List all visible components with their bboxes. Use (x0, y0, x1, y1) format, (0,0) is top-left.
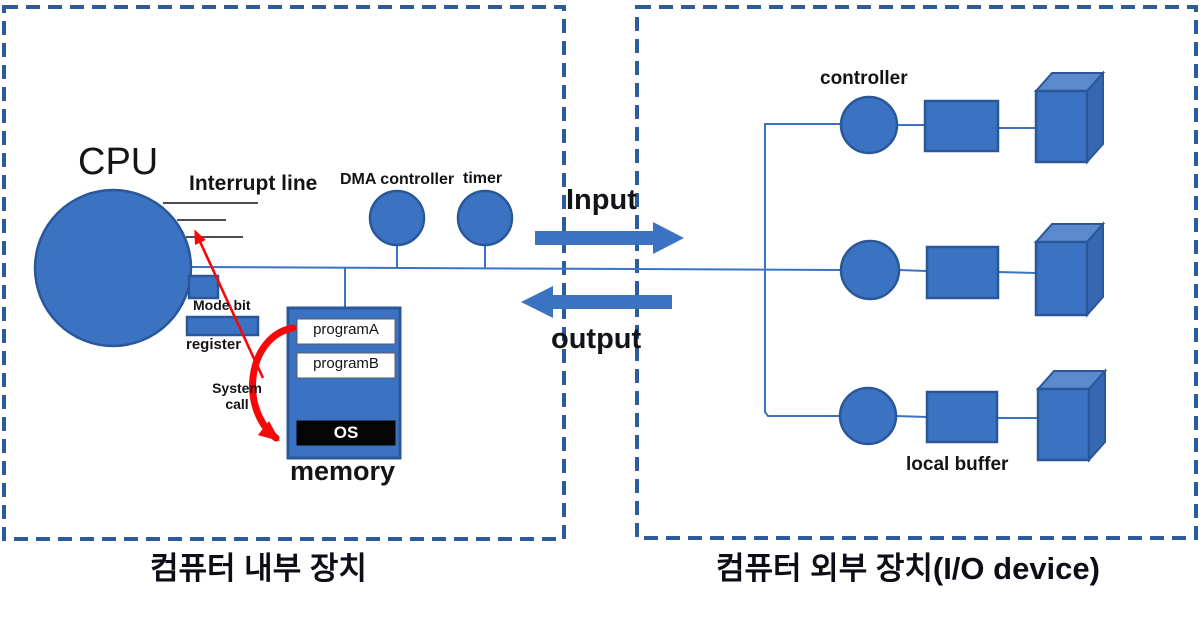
system-call-label: System call (203, 380, 271, 412)
dma-controller-label: DMA controller (340, 171, 455, 188)
input-label: Input (566, 184, 637, 216)
local-buffer-label: local buffer (906, 454, 1009, 475)
external-devices-box (635, 5, 1198, 540)
io-controller-circle-3 (838, 386, 898, 446)
program-a-label: programA (313, 321, 379, 338)
interrupt-signal-arrow (194, 229, 265, 379)
local-buffer-rect-3 (925, 390, 999, 444)
device-box-2 (1034, 240, 1089, 317)
internal-devices-box (2, 5, 566, 541)
program-b-label: programB (313, 355, 379, 372)
system-call-arrow (249, 324, 297, 442)
register-rect (185, 315, 260, 337)
local-buffer-rect-1 (923, 99, 1000, 153)
os-label: OS (333, 423, 359, 442)
system-bus-line (190, 266, 842, 271)
interrupt-line-label: Interrupt line (189, 172, 318, 195)
system-call-line1: System (212, 380, 262, 396)
output-label: output (551, 323, 642, 355)
cpu-label: CPU (78, 141, 159, 183)
row3-circle-rect-connector (895, 415, 928, 418)
program-b-box (296, 352, 396, 379)
mode-bit-square (187, 274, 220, 300)
device-box-3 (1036, 387, 1091, 462)
internal-devices-caption: 컴퓨터 내부 장치 (150, 551, 367, 586)
external-devices-caption: 컴퓨터 외부 장치(I/O device) (716, 551, 1100, 586)
controller-label: controller (820, 68, 908, 89)
program-a-box (296, 318, 396, 345)
os-box (296, 420, 396, 446)
register-label: register (186, 336, 242, 353)
device-box-1 (1034, 89, 1089, 164)
cpu-circle (33, 188, 193, 348)
mode-bit-label: Mode bit (193, 297, 251, 313)
row2-circle-rect-connector (898, 269, 928, 272)
timer-label: timer (463, 170, 503, 187)
io-controller-circle-1 (839, 95, 899, 155)
dma-controller-circle (368, 189, 426, 247)
device-trunk-line (764, 123, 841, 417)
row2-rect-device-connector (997, 271, 1037, 274)
system-call-line2: call (225, 396, 249, 413)
memory-label: memory (290, 456, 396, 486)
output-arrow (521, 286, 672, 318)
timer-circle (456, 189, 514, 247)
local-buffer-rect-2 (925, 245, 1000, 300)
io-controller-circle-2 (839, 239, 901, 301)
input-arrow (535, 222, 684, 254)
